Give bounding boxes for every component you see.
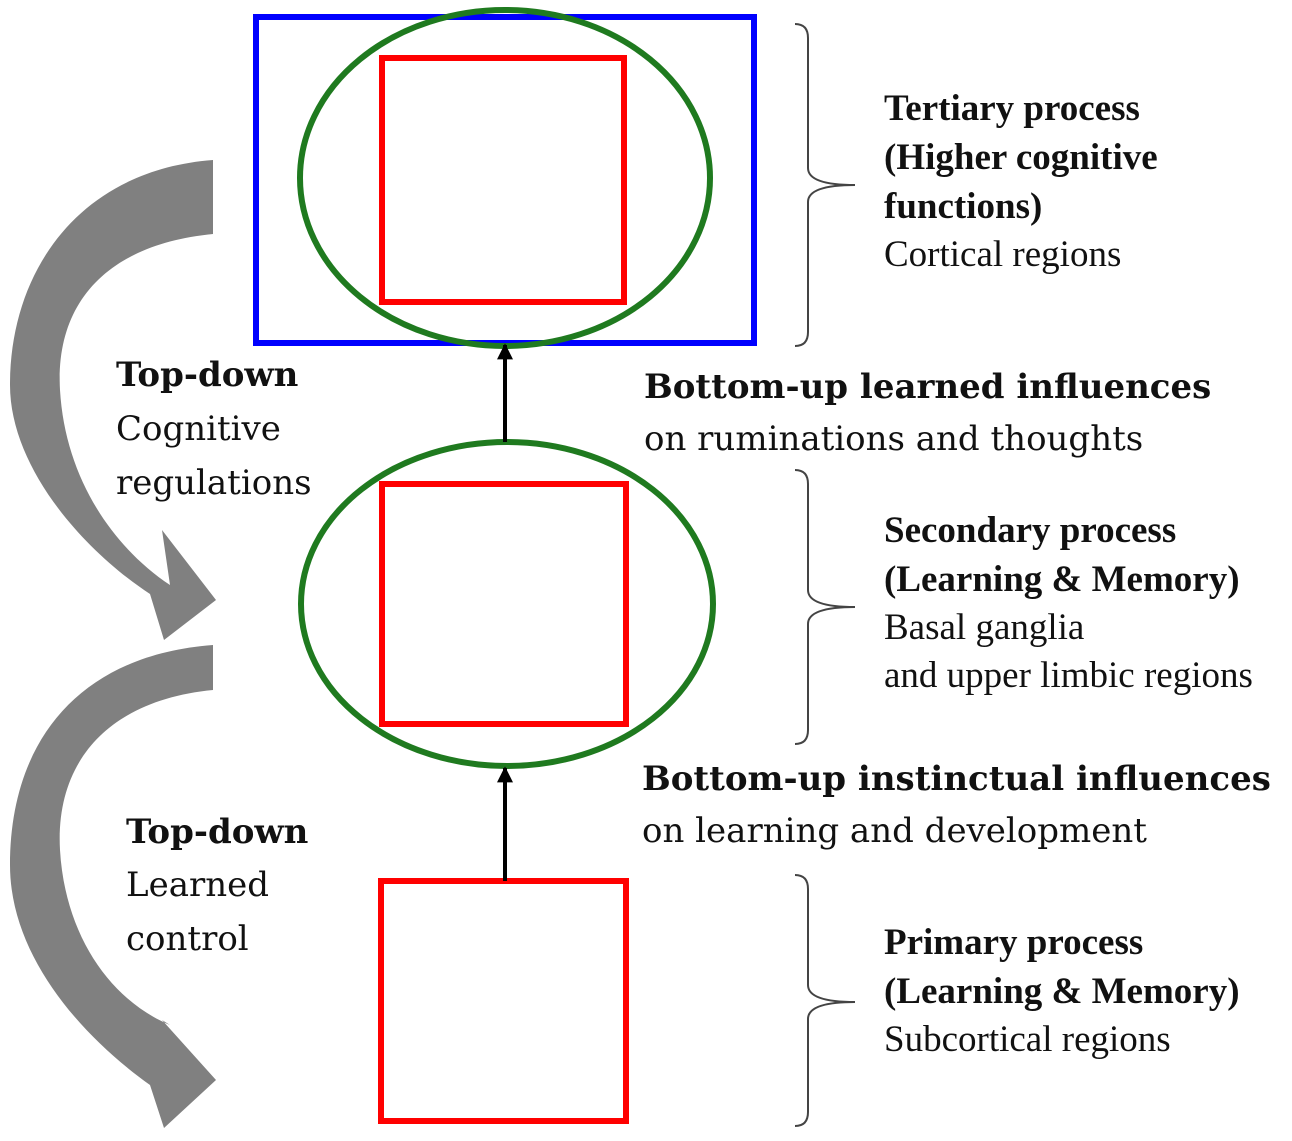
top-down-cognitive-line1: Cognitive <box>116 409 281 449</box>
secondary-region-line2: and upper limbic regions <box>884 655 1253 696</box>
tertiary-title-line1: Tertiary process <box>884 88 1140 129</box>
primary-region-line1: Subcortical regions <box>884 1019 1171 1060</box>
primary-title-line2: (Learning & Memory) <box>884 971 1240 1012</box>
tertiary-region-line1: Cortical regions <box>884 234 1121 275</box>
top-down-learned-title: Top-down <box>126 812 308 852</box>
secondary-brace <box>794 469 856 745</box>
tertiary-box <box>253 14 757 346</box>
secondary-square <box>379 481 629 727</box>
tertiary-brace <box>794 23 856 347</box>
secondary-region-line1: Basal ganglia <box>884 607 1084 648</box>
bottom-up-instinctual-subtitle: on learning and development <box>642 811 1147 851</box>
secondary-title-line2: (Learning & Memory) <box>884 559 1240 600</box>
primary-brace <box>794 874 856 1127</box>
top-down-learned-line2: control <box>126 919 249 959</box>
secondary-ellipse <box>298 439 716 769</box>
primary-square <box>378 878 629 1124</box>
top-down-cognitive-line2: regulations <box>116 463 312 503</box>
top-down-learned-arrow <box>10 645 216 1128</box>
top-down-cognitive-title: Top-down <box>116 355 298 395</box>
bottom-up-learned-title: Bottom-up learned influences <box>644 367 1211 407</box>
top-down-learned-line1: Learned <box>126 865 269 905</box>
secondary-title-line1: Secondary process <box>884 510 1176 551</box>
tertiary-title-line2: (Higher cognitive <box>884 137 1158 178</box>
tertiary-title-line3: functions) <box>884 186 1042 227</box>
tertiary-square <box>379 55 627 305</box>
bottom-up-instinctual-title: Bottom-up instinctual influences <box>642 759 1271 799</box>
top-down-cognitive-arrow <box>10 160 216 640</box>
primary-title-line1: Primary process <box>884 922 1143 963</box>
bottom-up-learned-subtitle: on ruminations and thoughts <box>644 419 1143 459</box>
